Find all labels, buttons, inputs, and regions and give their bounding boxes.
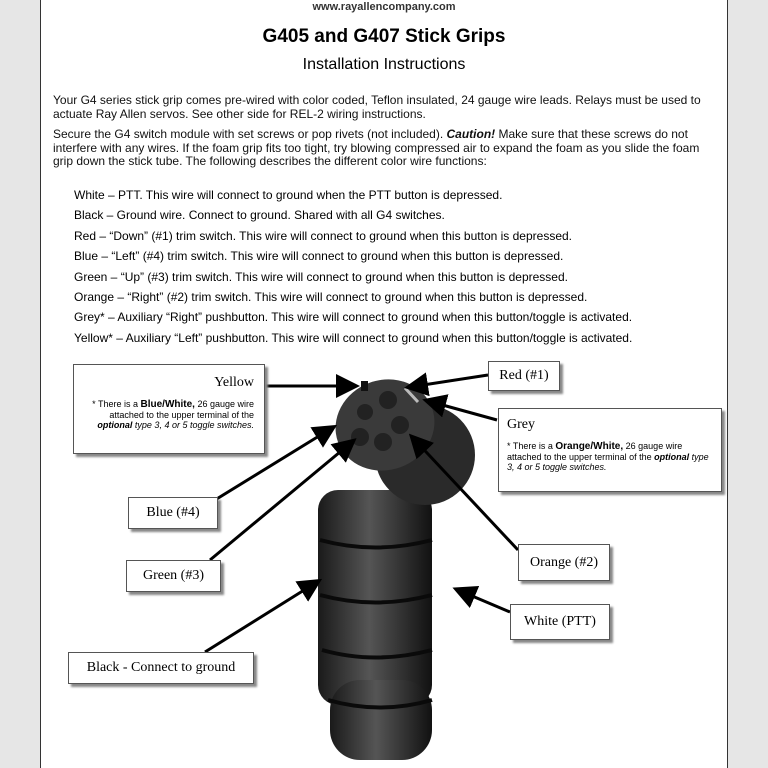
label-yellow: Yellow * There is a Blue/White, 26 gauge… [73, 364, 265, 454]
intro-paragraph: Your G4 series stick grip comes pre-wire… [53, 93, 701, 121]
note-text: type 3, 4 or 5 toggle switches. [507, 452, 709, 472]
label-white: White (PTT) [510, 604, 610, 640]
label-orange: Orange (#2) [518, 544, 610, 581]
label-green: Green (#3) [126, 560, 221, 592]
note-optional: optional [97, 420, 133, 430]
note-bold: Blue/White, [140, 399, 195, 410]
wire-item: Black – Ground wire. Connect to ground. … [74, 208, 445, 223]
foam-grip [318, 490, 433, 760]
label-yellow-text: Yellow [214, 375, 254, 390]
note-text: 26 gauge wire attached to the upper term… [109, 399, 254, 420]
wire-list: White – PTT. This wire will connect to g… [74, 188, 632, 351]
website-url: www.rayallencompany.com [312, 1, 456, 13]
wire-item: Yellow* – Auxiliary “Left” pushbutton. T… [74, 330, 633, 345]
secure-text: Secure the G4 switch module with set scr… [53, 127, 447, 141]
label-grey: Grey * There is a Orange/White, 26 gauge… [498, 408, 722, 492]
secure-paragraph: Secure the G4 switch module with set scr… [53, 127, 718, 169]
note-text: type 3, 4 or 5 toggle switches. [132, 420, 254, 430]
secure-text-2: Make sure that these screws do not inter… [53, 127, 700, 168]
caution-text: Caution! [446, 127, 496, 141]
grey-note: * There is a Orange/White, 26 gauge wire… [499, 433, 721, 472]
note-optional: optional [654, 452, 690, 462]
wire-item: Orange – “Right” (#2) trim switch. This … [74, 289, 588, 304]
wire-item: Green – “Up” (#3) trim switch. This wire… [74, 269, 568, 284]
note-bold: Orange/White, [555, 441, 624, 452]
yellow-note: * There is a Blue/White, 26 gauge wire a… [74, 391, 264, 430]
wire-item: Red – “Down” (#1) trim switch. This wire… [74, 228, 572, 243]
callout-arrows [204, 372, 520, 654]
note-text: 26 gauge wire attached to the upper term… [507, 441, 683, 462]
wire-item: White – PTT. This wire will connect to g… [74, 188, 503, 202]
label-red: Red (#1) [488, 361, 560, 391]
label-blue: Blue (#4) [128, 497, 218, 529]
note-text: * There is a [507, 441, 556, 451]
page-subtitle: Installation Instructions [302, 56, 466, 73]
label-black: Black - Connect to ground [68, 652, 254, 684]
label-grey-text: Grey [507, 417, 535, 432]
wire-item: Grey* – Auxiliary “Right” pushbutton. Th… [74, 310, 633, 325]
page-title: G405 and G407 Stick Grips [262, 26, 506, 47]
note-text: * There is a [92, 399, 141, 409]
wire-item: Blue – “Left” (#4) trim switch. This wir… [74, 249, 564, 264]
